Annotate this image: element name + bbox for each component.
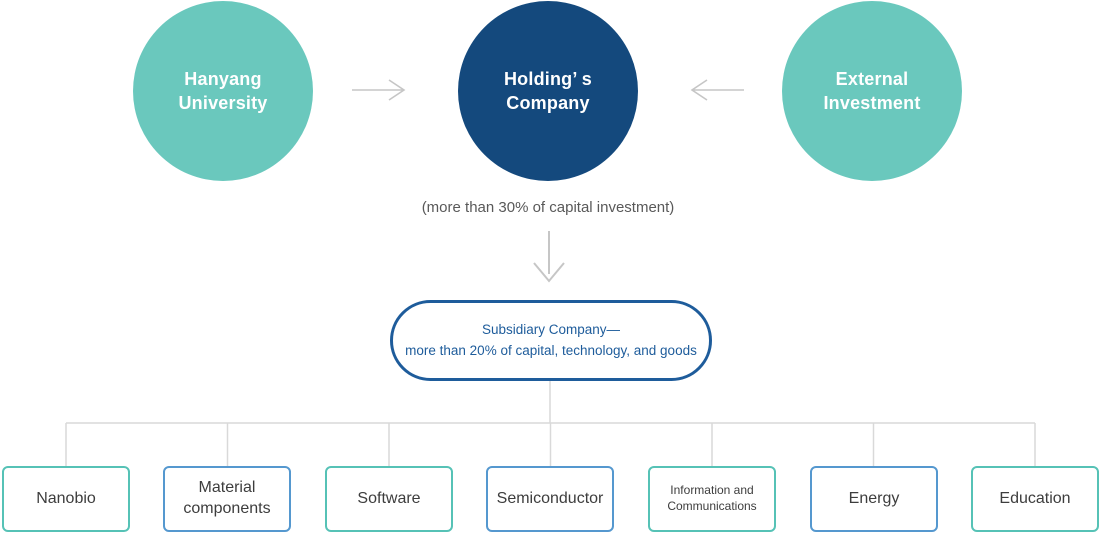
subsidiary-company-node: Subsidiary Company— more than 20% of cap… bbox=[390, 300, 712, 381]
holdings-company-node: Holding’ s Company bbox=[458, 1, 638, 181]
sector-information-communications-label: Information and Communications bbox=[667, 483, 757, 513]
sector-education-label: Education bbox=[999, 489, 1071, 507]
sector-software-label: Software bbox=[357, 489, 421, 507]
subsidiary-company-label: Subsidiary Company— more than 20% of cap… bbox=[405, 321, 697, 358]
tree-connector-lines bbox=[65, 381, 1036, 466]
hanyang-university-label: Hanyang University bbox=[178, 68, 268, 113]
sector-nanobio: Nanobio bbox=[2, 466, 130, 532]
arrow-down-icon bbox=[533, 231, 565, 283]
sector-material-components: Material components bbox=[163, 466, 291, 532]
holdings-company-label: Holding’ s Company bbox=[503, 68, 592, 113]
arrow-left-icon bbox=[690, 79, 744, 101]
sector-software: Software bbox=[325, 466, 453, 532]
hanyang-university-node: Hanyang University bbox=[133, 1, 313, 181]
sector-semiconductor: Semiconductor bbox=[486, 466, 614, 532]
sector-education: Education bbox=[971, 466, 1099, 532]
external-investment-label: External Investment bbox=[823, 68, 921, 113]
sector-nanobio-label: Nanobio bbox=[36, 489, 96, 507]
sector-material-components-label: Material components bbox=[183, 479, 271, 517]
capital-investment-caption: (more than 30% of capital investment) bbox=[421, 199, 675, 216]
sector-energy-label: Energy bbox=[848, 489, 900, 507]
sector-semiconductor-label: Semiconductor bbox=[496, 489, 604, 507]
sector-energy: Energy bbox=[810, 466, 938, 532]
sector-information-communications: Information and Communications bbox=[648, 466, 776, 532]
arrow-right-icon bbox=[352, 79, 406, 101]
external-investment-node: External Investment bbox=[782, 1, 962, 181]
